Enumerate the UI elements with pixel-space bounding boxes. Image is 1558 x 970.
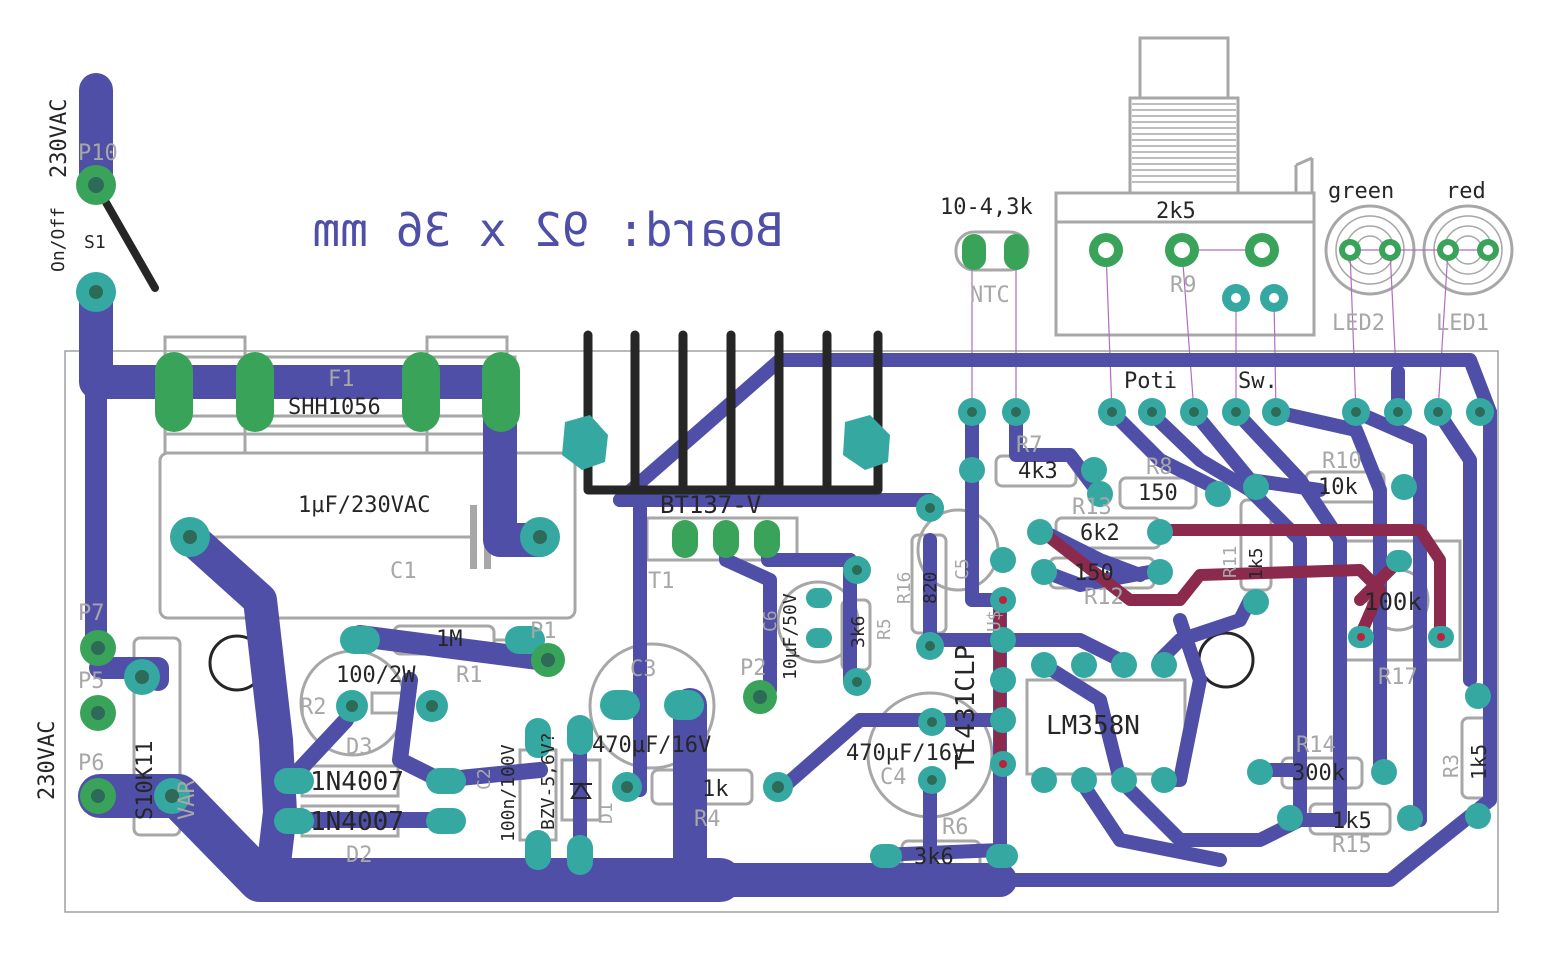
c1-value: 1µF/230VAC [298,493,430,518]
poti-label: Poti [1124,369,1177,394]
r13-ref: R13 [1072,495,1112,520]
p7-ref: P7 [78,601,105,626]
zener-ref: D1 [596,802,617,824]
c3-ref: C3 [630,657,657,682]
r6-value: 3k6 [914,845,954,870]
r2-value: 100/2W [336,663,416,688]
r11-ref: R11 [1220,545,1241,578]
fuse-value: SHH1056 [288,395,381,420]
r15-value: 1k5 [1332,809,1372,834]
ntc-ref: NTC [970,283,1010,308]
sw-label: Sw. [1238,369,1278,394]
c5-ref: C5 [952,558,973,580]
r17-value: 100k [1364,588,1422,616]
r17-ref: R17 [1378,665,1418,690]
r7-value: 4k3 [1018,459,1058,484]
triac-ref: T1 [648,569,675,594]
r14-ref: R14 [1296,733,1336,758]
r4-value: 1k [702,777,729,802]
r4-ref: R4 [694,807,721,832]
r14-value: 300k [1292,761,1345,786]
varistor-ref: VAR [175,780,200,820]
r10-ref: R10 [1322,449,1362,474]
tl431-value: TL431CLP [951,645,981,770]
bottom-copper [78,73,1497,902]
r3-ref: R3 [1439,754,1463,778]
r12-value: 150 [1074,561,1114,586]
r5-ref: R5 [874,618,895,640]
varistor-value: S10K11 [133,741,158,820]
c6-ref: C6 [760,610,781,632]
led-green-label: green [1328,179,1394,204]
r10-value: 10k [1318,475,1358,500]
c2-ref: C2 [474,768,495,790]
r6-ref: R6 [942,815,969,840]
mains-top-label: 230VAC [47,99,72,178]
d3-value: 1N4007 [310,767,404,797]
r3-value: 1k5 [1467,744,1491,780]
ntc-value: 10-4,3k [940,195,1033,220]
fuse-ref: F1 [328,367,355,392]
p1-ref: P1 [530,619,557,644]
heatsink [583,330,883,495]
r13-value: 6k2 [1080,521,1120,546]
switch-ref: S1 [84,232,106,253]
r15-ref: R15 [1332,833,1372,858]
led2-ref: LED2 [1332,311,1385,336]
c2-value: 100n/100V [498,744,519,842]
c1-ref: C1 [390,559,417,584]
r2-ref: R2 [300,695,327,720]
zener-value: BZV-5,6V? [538,732,559,830]
p2-ref: P2 [740,656,767,681]
d2-value: 1N4007 [310,807,404,837]
c4-value: 470µF/16V [846,741,965,766]
d2-ref: D2 [346,843,373,868]
r1-value: 1M [436,627,463,652]
p5-ref: P5 [78,669,105,694]
p10-ref: P10 [78,141,118,166]
onoff-label: On/Off [48,207,69,272]
pot-ref: R9 [1170,273,1197,298]
d3-ref: D3 [346,735,373,760]
led1-ref: LED1 [1436,311,1489,336]
ratsnest [971,249,1488,413]
r7-ref: R7 [1016,433,1043,458]
board-title: Board: 92 x 36 mm [313,203,784,257]
r1-ref: R1 [456,663,483,688]
mains-bottom-label: 230VAC [35,721,60,800]
r16-ref: R16 [894,571,915,604]
r16-value: 820 [920,571,941,604]
r11-value: 1k5 [1246,547,1267,580]
lm358-value: LM358N [1046,711,1140,741]
pads [76,165,1499,875]
c3-value: 470µF/16V [592,733,711,758]
c4-ref: C4 [880,765,907,790]
led-red-label: red [1446,179,1486,204]
pot-value: 2k5 [1156,199,1196,224]
r12-ref: R12 [1084,585,1124,610]
r8-ref: R8 [1146,455,1173,480]
c6-value: 10µF/50V [780,593,801,680]
r5-value: 3k6 [848,615,869,648]
p6-ref: P6 [78,751,105,776]
tl431-ref: U$ [984,610,1005,632]
r8-value: 150 [1138,481,1178,506]
triac-value: BT137-V [660,491,761,519]
